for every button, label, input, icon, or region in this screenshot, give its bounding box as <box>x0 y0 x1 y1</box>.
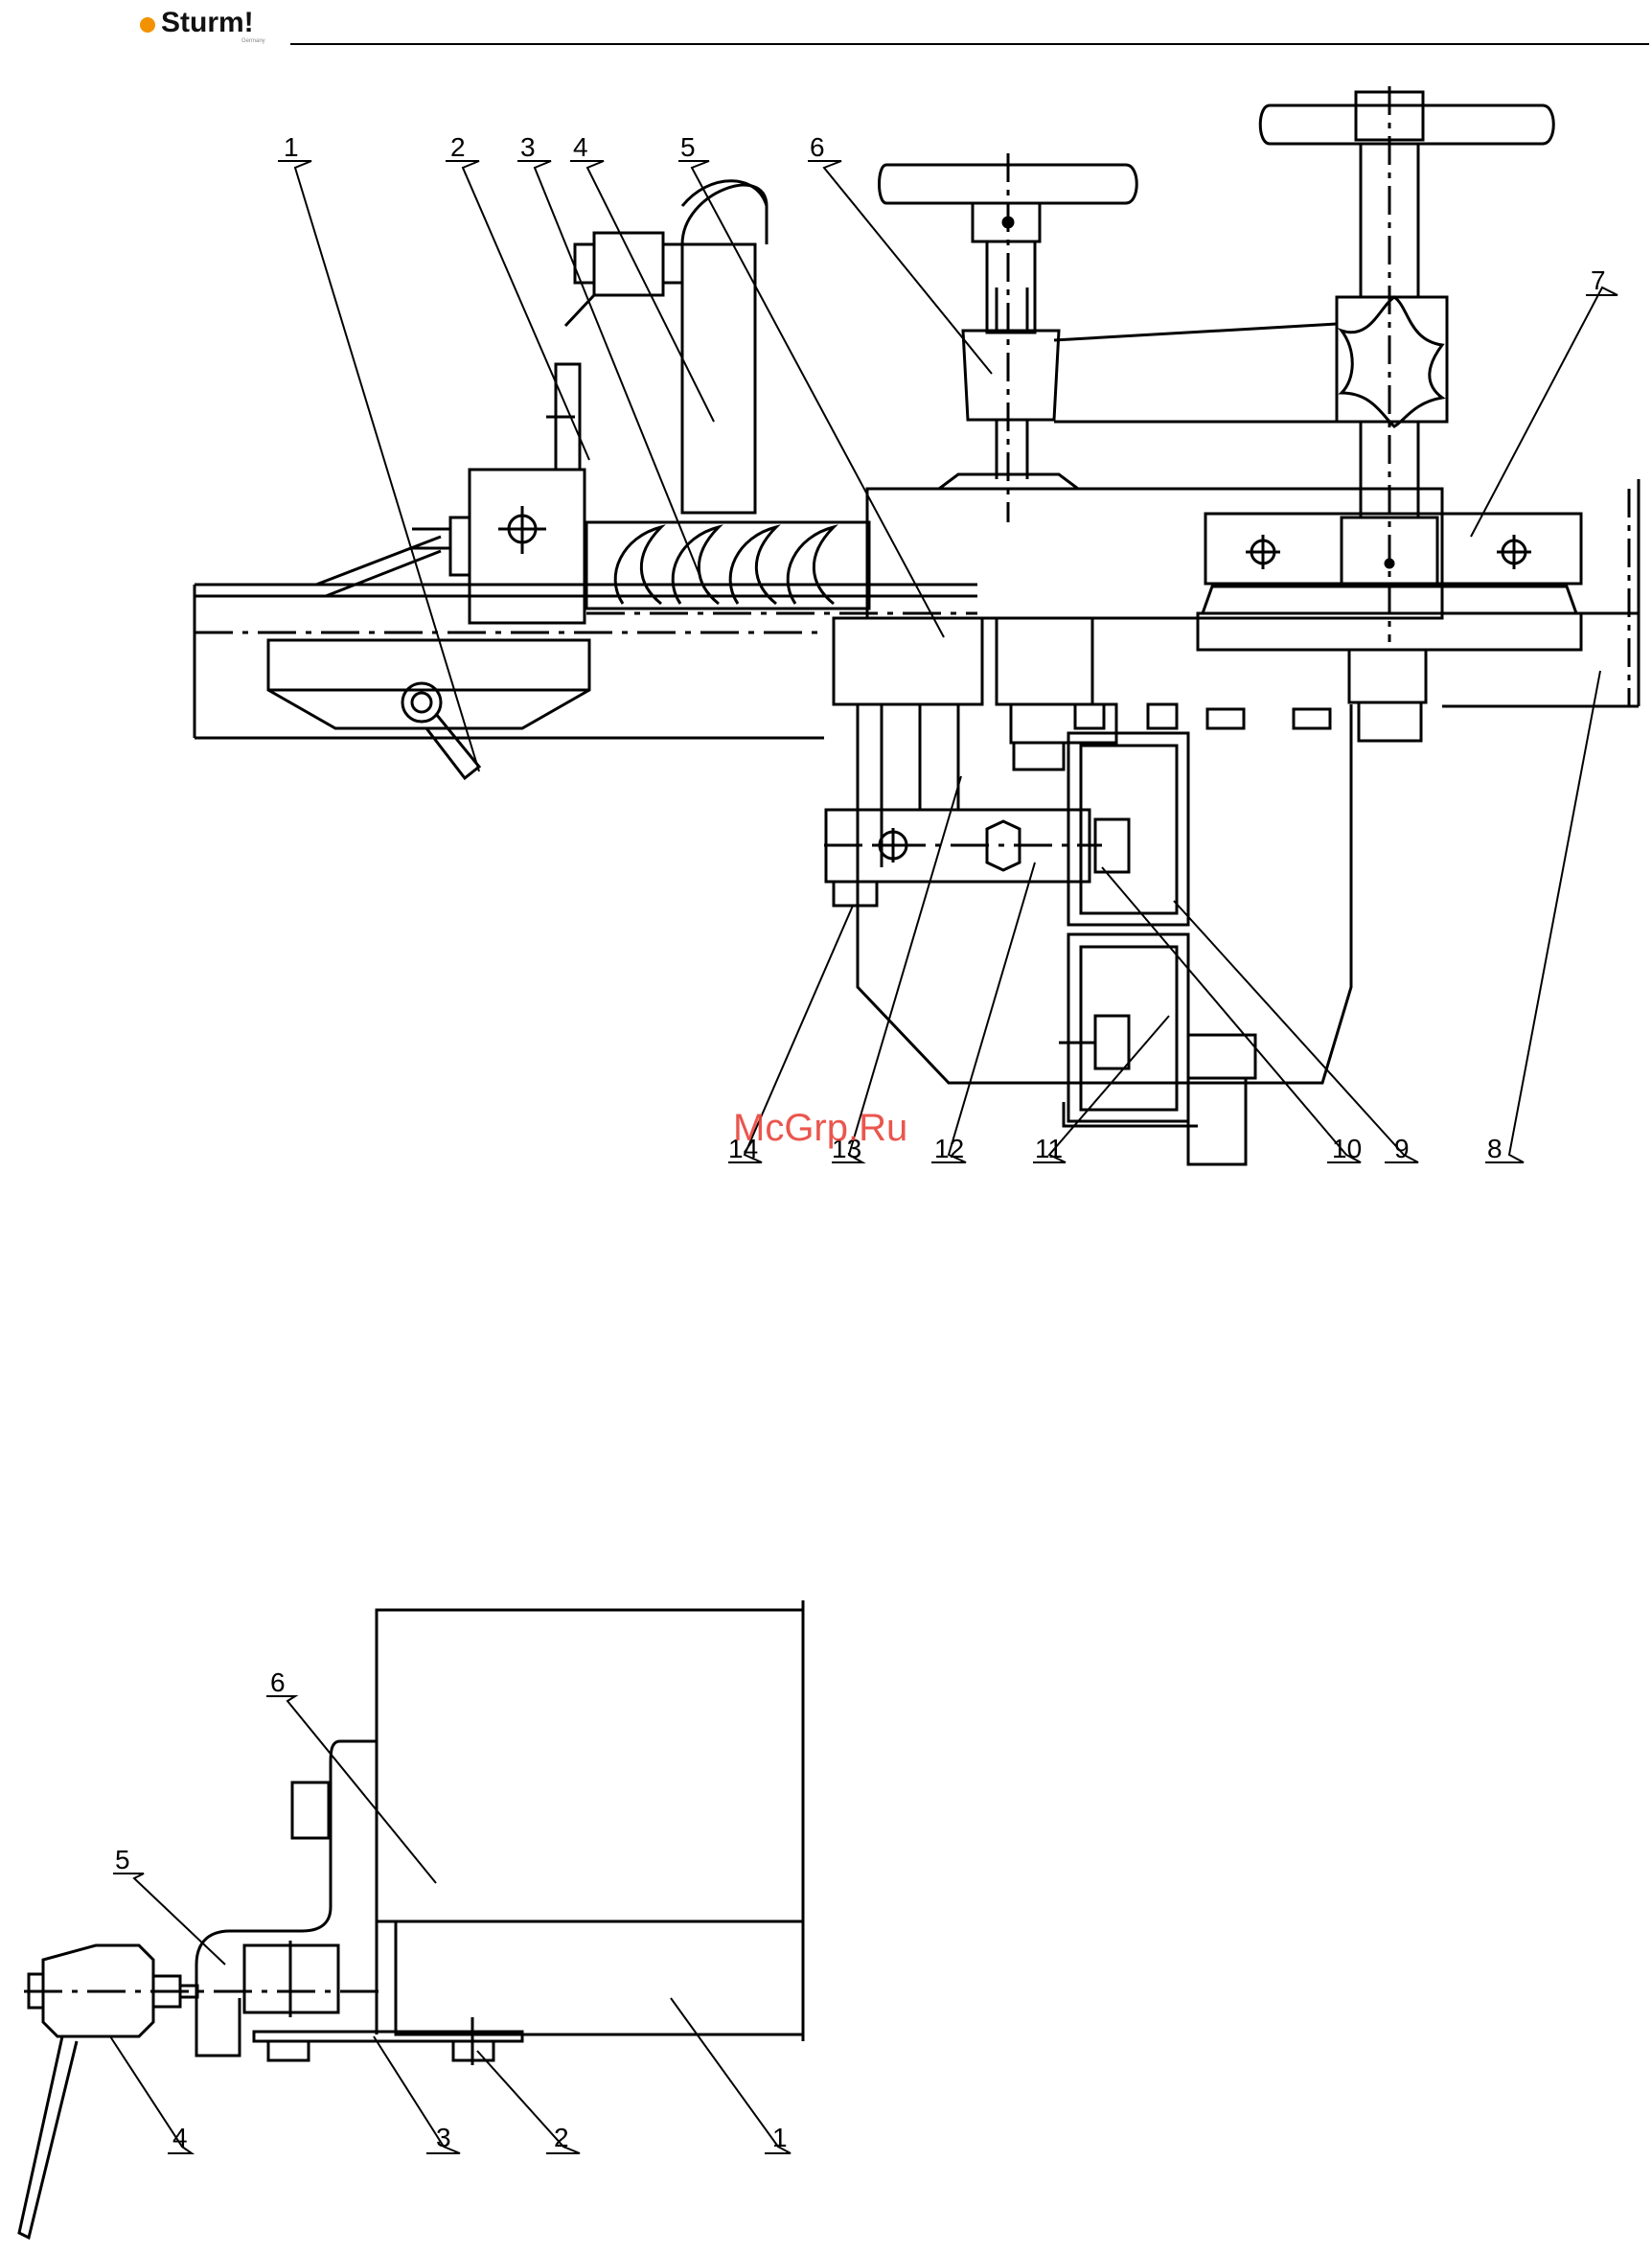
callout-top-9: 9 <box>1394 1134 1410 1163</box>
callout-top-5: 5 <box>680 132 696 162</box>
callout-bottom-1: 1 <box>772 2123 788 2152</box>
callout-bottom-3: 3 <box>436 2123 451 2152</box>
callout-bottom-6: 6 <box>270 1667 286 1697</box>
figure-top-assembly <box>195 86 1639 1164</box>
bottom-callout-labels: 1 2 3 4 5 6 <box>115 1667 788 2152</box>
callout-top-10: 10 <box>1332 1134 1362 1163</box>
top-callout-labels: 1 2 3 4 5 6 7 8 9 10 11 12 13 14 <box>284 132 1606 1163</box>
callout-top-11: 11 <box>1035 1134 1063 1163</box>
callout-top-6: 6 <box>810 132 825 162</box>
callout-top-4: 4 <box>573 132 588 162</box>
callout-top-2: 2 <box>450 132 466 162</box>
callout-top-3: 3 <box>520 132 536 162</box>
callout-bottom-4: 4 <box>172 2123 188 2152</box>
figure-bottom-assembly <box>19 1600 803 2238</box>
callout-top-1: 1 <box>284 132 299 162</box>
callout-bottom-2: 2 <box>554 2123 569 2152</box>
callout-bottom-5: 5 <box>115 1845 130 1874</box>
callout-top-12: 12 <box>934 1134 964 1163</box>
callout-top-7: 7 <box>1591 265 1606 295</box>
watermark-text: McGrp.Ru <box>733 1107 907 1149</box>
callout-top-8: 8 <box>1487 1134 1503 1163</box>
